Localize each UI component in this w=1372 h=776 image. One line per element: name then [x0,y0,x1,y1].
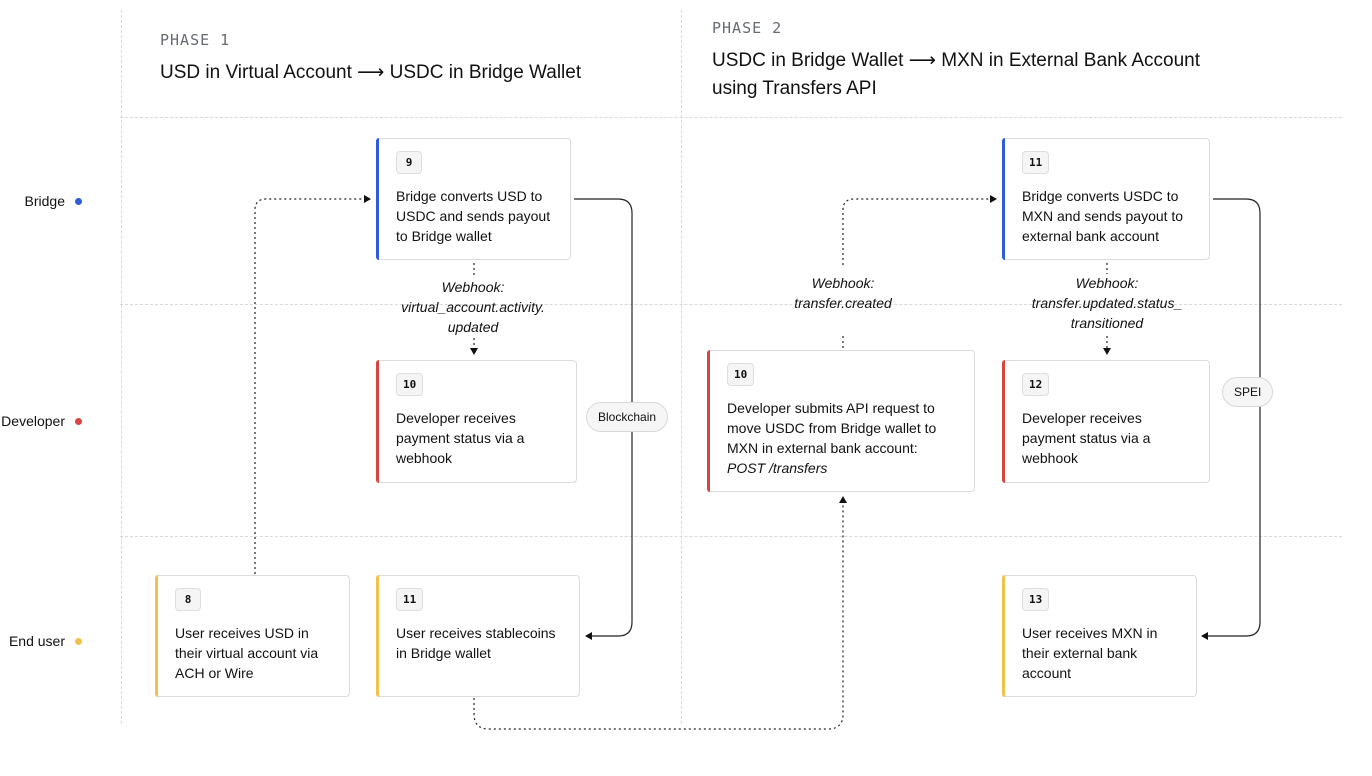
grid-divider-developer-enduser [120,536,1342,537]
bridge-dot-icon [75,197,82,205]
lane-label-developer-text: Developer [1,413,65,429]
webhook-note-p2-line3: transitioned [1070,315,1144,331]
step-number: 10 [396,373,424,396]
step-number: 13 [1022,588,1050,611]
step-description: Developer submits API request to move US… [727,398,958,478]
step-number: 8 [175,588,201,611]
webhook-note-created-line1: Webhook: [811,275,875,291]
webhook-note-created-line2: transfer.created [794,295,892,311]
lane-label-bridge: Bridge [25,193,82,209]
blockchain-pill: Blockchain [586,402,669,432]
connector-spei [1201,198,1261,640]
phase1-title: USD in Virtual Account ⟶ USDC in Bridge … [160,62,582,83]
step-card-13-end-user: 13 User receives MXN in their external b… [1002,575,1197,697]
end-user-dot-icon [75,637,82,645]
step-description: Developer receives payment status via a … [1022,410,1151,466]
api-endpoint: POST /transfers [727,460,828,476]
step-description: User receives USD in their virtual accou… [175,625,319,681]
step-number: 12 [1022,373,1050,396]
lane-label-bridge-text: Bridge [24,193,65,209]
webhook-note-p1-line3: updated [447,319,499,335]
step-card-8-end-user: 8 User receives USD in their virtual acc… [155,575,350,697]
webhook-note-p1-line1: Webhook: [441,279,505,295]
grid-divider-phase [681,10,682,724]
step-card-11-end-user: 11 User receives stablecoins in Bridge w… [376,575,580,697]
step-number: 11 [1022,151,1050,174]
phase2-label: PHASE 2 [712,19,783,37]
step-description: User receives stablecoins in Bridge wall… [396,625,556,661]
step-description: Developer receives payment status via a … [396,410,525,466]
grid-divider-bridge-developer [120,304,1342,305]
step-description: Bridge converts USDC to MXN and sends pa… [1022,188,1184,244]
step-card-10-developer: 10 Developer receives payment status via… [376,360,577,483]
webhook-note-p1-line2: virtual_account.activity. [401,299,545,315]
step-card-9-bridge: 9 Bridge converts USD to USDC and sends … [376,138,571,260]
webhook-note-p1: Webhook: virtual_account.activity. updat… [380,277,566,337]
webhook-note-p2: Webhook: transfer.updated.status_ transi… [1010,273,1204,333]
webhook-note-p2-line2: transfer.updated.status_ [1031,295,1183,311]
webhook-note-transfer-created: Webhook: transfer.created [770,273,916,313]
step-number: 9 [396,151,422,174]
phase2-title-line1: USDC in Bridge Wallet ⟶ MXN in External … [712,50,1200,71]
phase1-label: PHASE 1 [160,31,231,49]
step-card-12-developer: 12 Developer receives payment status via… [1002,360,1210,483]
connector-user-to-bridge-p1 [254,195,371,574]
step-description-text: Developer submits API request to move US… [727,400,937,456]
grid-divider-header [120,117,1342,118]
step-card-10-developer-request: 10 Developer submits API request to move… [707,350,975,492]
step-description: Bridge converts USD to USDC and sends pa… [396,188,551,244]
step-number: 10 [727,363,755,386]
phase2-title-line2: using Transfers API [712,78,877,99]
developer-dot-icon [75,417,82,425]
lane-label-end-user: End user [9,633,82,649]
spei-pill: SPEI [1222,377,1274,407]
grid-divider-left [121,10,122,724]
lane-label-developer: Developer [1,413,82,429]
phase2-title: USDC in Bridge Wallet ⟶ MXN in External … [712,47,1200,103]
step-number: 11 [396,588,424,611]
lane-label-end-user-text: End user [8,633,65,649]
webhook-note-p2-line1: Webhook: [1075,275,1139,291]
connector-transfer-created-top [842,195,997,265]
step-card-11-bridge: 11 Bridge converts USDC to MXN and sends… [1002,138,1210,260]
step-description: User receives MXN in their external bank… [1022,625,1158,681]
